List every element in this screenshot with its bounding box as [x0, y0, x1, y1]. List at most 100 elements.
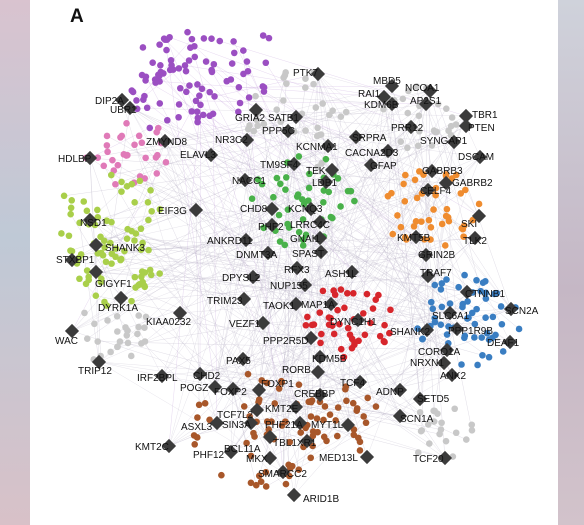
network-edge — [71, 248, 142, 332]
gene-label-dyrk1a: DYRK1A — [98, 303, 138, 314]
network-edge — [243, 298, 260, 391]
network-node — [131, 237, 138, 244]
gene-label-kmt2e: KMT2E — [265, 404, 299, 415]
network-edge — [121, 99, 475, 338]
gene-hub-ncoa1 — [422, 83, 438, 99]
gene-hub-tek — [324, 162, 340, 178]
gene-label-zmynd8: ZMYND8 — [146, 137, 188, 148]
network-edge — [391, 103, 421, 400]
network-node — [108, 218, 115, 226]
network-node — [196, 92, 203, 99]
network-node — [340, 354, 347, 361]
network-node — [123, 332, 131, 339]
network-node — [138, 268, 146, 275]
network-node — [263, 379, 271, 387]
network-node — [252, 481, 260, 489]
network-node — [235, 108, 242, 116]
network-node — [445, 323, 452, 330]
gene-label-gabrb2: GABRB2 — [452, 178, 493, 189]
network-node — [330, 287, 337, 294]
network-node — [415, 112, 423, 120]
gene-hub-ankrd11 — [238, 232, 254, 248]
network-node — [131, 198, 138, 206]
gene-hub-tcf20 — [437, 450, 453, 466]
network-edge — [71, 95, 200, 332]
network-edge — [293, 145, 329, 165]
network-node — [142, 154, 149, 162]
network-node — [92, 292, 100, 300]
network-node — [337, 345, 345, 353]
network-node — [101, 298, 108, 306]
gene-label-smarcc2: SMARCC2 — [258, 469, 307, 480]
network-node — [386, 329, 393, 337]
network-node — [334, 432, 341, 440]
gene-label-grin2b: GRIN2B — [418, 250, 456, 261]
network-node — [351, 341, 358, 348]
network-node — [260, 120, 268, 128]
network-edge — [88, 224, 273, 278]
network-node — [116, 338, 124, 345]
gene-hub-rai1 — [376, 89, 392, 105]
network-node — [124, 225, 131, 233]
gene-hub-kcnq3 — [303, 201, 319, 217]
network-node — [438, 419, 445, 427]
network-node — [430, 206, 437, 213]
network-node — [418, 218, 425, 225]
network-node — [397, 138, 405, 145]
network-edge — [213, 64, 429, 191]
gene-hub-wac — [64, 323, 80, 339]
gene-label-stxbp1: STXBP1 — [56, 255, 95, 266]
gene-label-rfx3: RFX3 — [284, 265, 310, 276]
gene-hub-dpysl2 — [245, 269, 261, 285]
network-edge — [244, 179, 319, 373]
network-node — [349, 399, 357, 407]
network-edge — [145, 157, 401, 391]
network-node — [243, 439, 250, 447]
network-node — [362, 419, 370, 427]
network-node — [254, 176, 262, 183]
network-node — [443, 276, 450, 283]
network-node — [142, 313, 150, 321]
gene-hub-map1a — [323, 296, 339, 312]
gene-label-trip12: TRIP12 — [78, 366, 112, 377]
network-node — [478, 334, 486, 341]
network-node — [351, 197, 358, 205]
network-edge — [168, 130, 289, 447]
network-node — [404, 144, 411, 152]
network-node — [157, 61, 164, 69]
network-edge — [410, 126, 473, 431]
network-node — [153, 128, 160, 136]
gene-label-nacc1: NACC1 — [232, 176, 266, 187]
network-edge — [179, 312, 321, 396]
network-edge — [158, 128, 264, 324]
network-node — [141, 324, 148, 332]
gene-label-ppp1r9b: PPP1R9B — [448, 326, 493, 337]
network-node — [139, 44, 147, 51]
network-node — [270, 193, 277, 201]
network-node — [107, 171, 115, 179]
network-node — [363, 290, 371, 298]
network-node — [344, 324, 352, 332]
network-node — [216, 37, 224, 45]
network-node — [127, 352, 135, 360]
gene-label-chd8: CHD8 — [240, 204, 268, 215]
gene-hub-gnai1 — [312, 230, 328, 246]
network-edge — [216, 103, 427, 424]
network-edge — [287, 130, 455, 143]
gene-hub-prr12 — [403, 119, 419, 135]
network-edge — [230, 224, 273, 453]
right-background-strip — [558, 0, 584, 525]
network-node — [143, 104, 151, 112]
network-node — [427, 298, 435, 306]
network-edge — [123, 130, 289, 155]
network-edge — [214, 136, 357, 388]
network-node — [258, 377, 266, 384]
gene-hub-kiaa0232 — [172, 305, 188, 321]
gene-label-phf12: PHF12 — [193, 450, 225, 461]
network-node — [184, 28, 191, 36]
network-edge — [426, 141, 455, 331]
gene-hub-zmynd8 — [157, 133, 173, 149]
network-node — [121, 247, 128, 255]
network-node — [475, 200, 483, 208]
gene-label-taok1: TAOK1 — [263, 301, 295, 312]
